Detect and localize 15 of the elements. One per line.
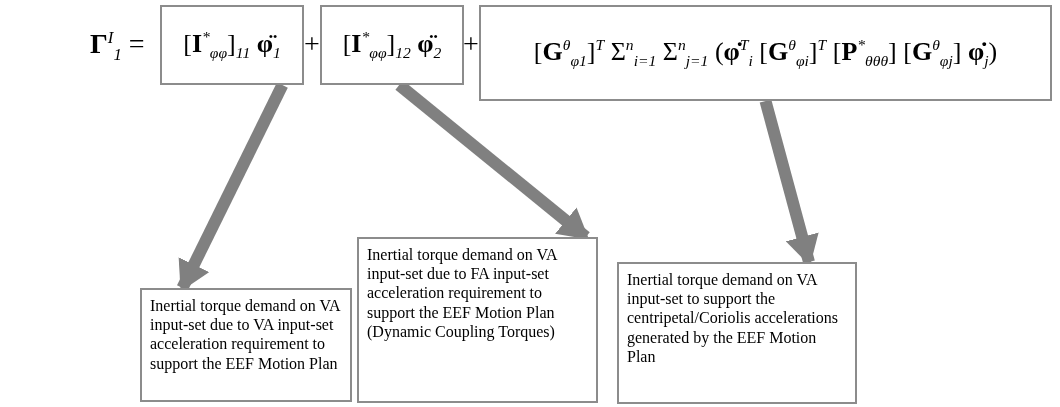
equation-term-box: [479, 5, 1052, 101]
equation-term: [G$^{θ}$$_{φ1}$]$^{T}$ Σ$^{n}$$_{i=1}$ Σ$^{n}$$_{j=1}$ (φ̇$^{T}$$_{i}$ [G$^{θ}$$_{φi}$]$^{T}$ [P$^{*}$$_{θθθ}$] [G$^{θ}$$_{φj}$] φ̇$_{j}$): [533, 36, 998, 70]
annotation-text: Inertial torque demand on VA input-set due to FA input-set acceleration requirement to support the EEF Motion Plan (Dynamic Coupling Torques): [367, 245, 559, 341]
equation-term: [I$^{*}$$_{φφ}$]$_{12}$ φ̈$_{2}$: [342, 28, 442, 62]
annotation-box: [357, 237, 598, 403]
plus-sign: +: [463, 28, 479, 60]
annotation-box: [140, 288, 352, 402]
equation-term: [I$^{*}$$_{φφ}$]$_{11}$ φ̈$_{1}$: [183, 28, 281, 62]
equation-lhs: Γ$^{I}$$_{1}$ =: [90, 28, 145, 65]
annotation-box: [617, 262, 857, 404]
equation-term-box: [160, 5, 304, 85]
annotation-text: Inertial torque demand on VA input-set to support the centripetal/Coriolis accelerations generated by the EEF Motion Plan: [627, 270, 840, 366]
plus-sign: +: [304, 28, 320, 60]
annotation-text: Inertial torque demand on VA input-set due to VA input-set acceleration requirement to support the EEF Motion Plan: [150, 296, 342, 373]
equation-term-box: [320, 5, 464, 85]
